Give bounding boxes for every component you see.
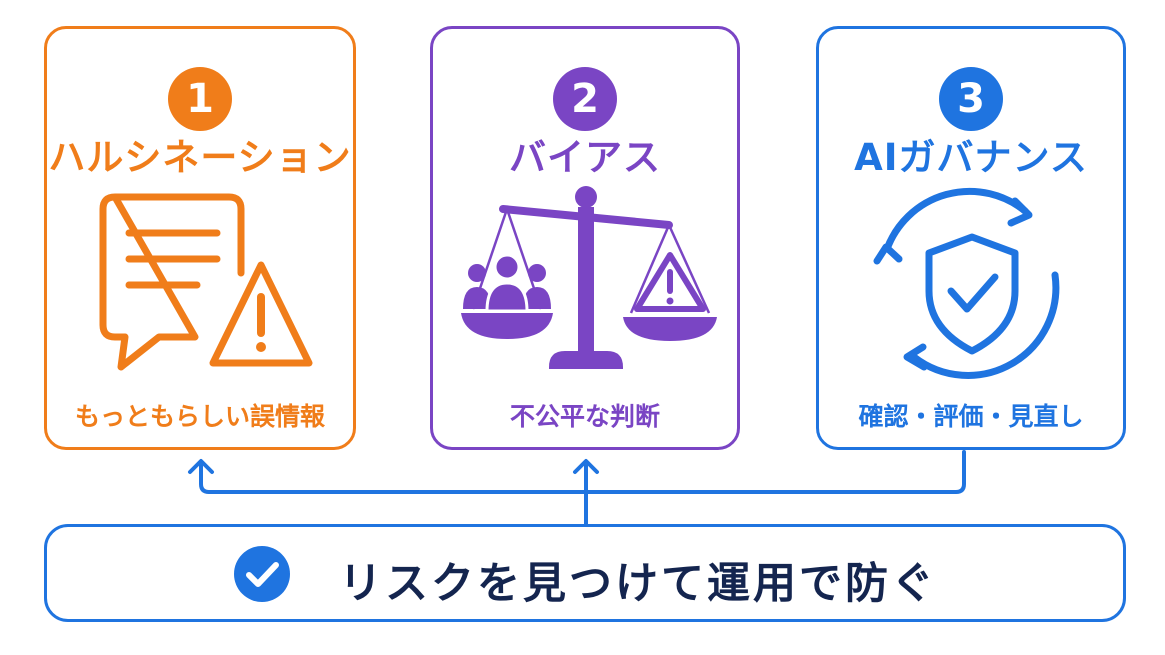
card-bias: 2 バイアス 不公平な判断 bbox=[430, 26, 740, 450]
card-caption: もっともらしい誤情報 bbox=[74, 402, 325, 431]
speech-bubble-warning-icon bbox=[99, 193, 313, 371]
banner-text: リスクを見つけて運用で防ぐ bbox=[339, 559, 937, 609]
card-hallucination: 1 ハルシネーション もっともらしい誤情報 bbox=[44, 26, 356, 450]
balance-scale-icon bbox=[461, 186, 717, 369]
check-circle-icon bbox=[234, 546, 290, 602]
arrowhead-to-card-2 bbox=[573, 459, 599, 474]
card-title: AIガバナンス bbox=[854, 136, 1088, 179]
card-ai-governance: 3 AIガバナンス 確認・評価・見直し bbox=[816, 26, 1126, 450]
step-number: 2 bbox=[553, 67, 617, 131]
card-caption: 不公平な判断 bbox=[509, 402, 660, 431]
summary-banner: リスクを見つけて運用で防ぐ bbox=[44, 524, 1126, 622]
step-number: 3 bbox=[939, 67, 1003, 131]
card-title: バイアス bbox=[509, 136, 661, 179]
arrowhead-to-card-1 bbox=[188, 459, 214, 474]
shield-check-cycle-icon bbox=[873, 187, 1060, 379]
card-title: ハルシネーション bbox=[48, 136, 352, 179]
step-number: 1 bbox=[168, 67, 232, 131]
connector-line bbox=[199, 450, 966, 494]
card-caption: 確認・評価・見直し bbox=[858, 402, 1084, 431]
